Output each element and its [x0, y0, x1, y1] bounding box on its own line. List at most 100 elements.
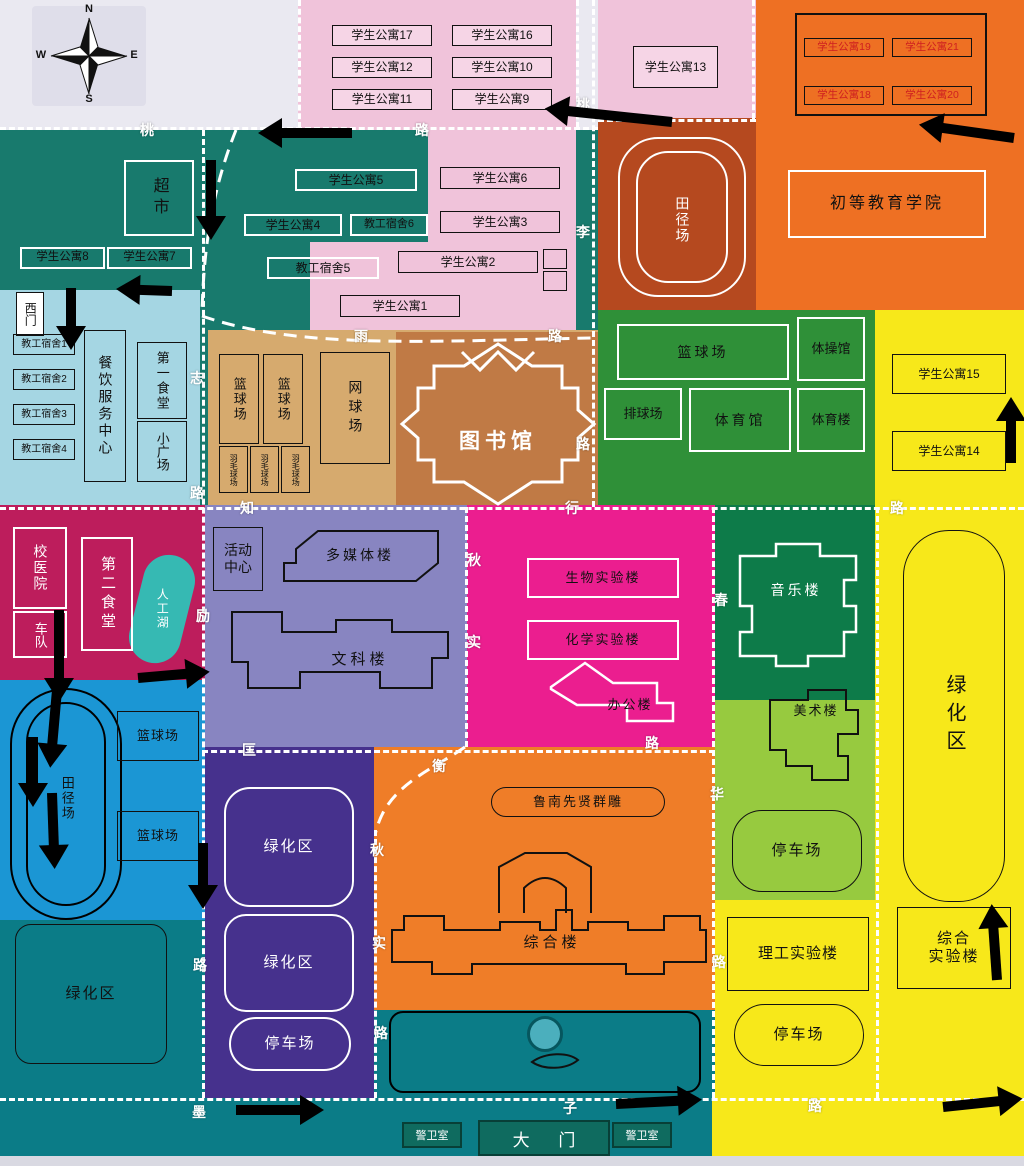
road-char-23: 墨 — [192, 1104, 206, 1120]
label-activity-center: 活动 中心 — [213, 527, 263, 591]
label-apt-16: 学生公寓16 — [452, 25, 552, 46]
road-char-8: 志 — [190, 370, 204, 386]
road-char-25: 路 — [808, 1098, 822, 1114]
label-apt-8: 学生公寓8 — [20, 247, 105, 269]
label-dining-center: 餐饮服务中心 — [84, 330, 126, 482]
road-apt13-east-edge — [752, 0, 755, 119]
zone-bottom-strip — [0, 1156, 1024, 1166]
shape-track-outer — [618, 137, 746, 297]
flow-arrow-4 — [115, 274, 173, 305]
label-bball-tan-2: 篮球场 — [263, 354, 303, 444]
label-badminton-1: 羽毛球场 — [219, 446, 248, 493]
label-small-square: 小广场 — [137, 421, 187, 482]
label-apt-1: 学生公寓1 — [340, 295, 460, 317]
road-pink-east-edge — [576, 0, 579, 128]
label-track-field-blue: 田径场 — [59, 775, 75, 821]
shape-pond — [389, 1011, 701, 1093]
label-green-area-p1: 绿化区 — [224, 787, 354, 907]
road-char-6: 行 — [565, 500, 579, 516]
road-qiushi-south — [374, 830, 377, 1098]
label-apt-7: 学生公寓7 — [107, 247, 192, 269]
road-char-1: 路 — [415, 122, 429, 138]
label-motor-pool: 车队 — [13, 611, 67, 658]
label-badminton-2: 羽毛球场 — [250, 446, 279, 493]
label-apt-14: 学生公寓14 — [892, 431, 1006, 471]
label-apt-9: 学生公寓9 — [452, 89, 552, 110]
flow-arrow-7 — [137, 656, 212, 689]
label-apt-20: 学生公寓20 — [892, 86, 972, 105]
road-top-east — [598, 119, 756, 122]
label-track-field: 田径场 — [674, 196, 691, 244]
label-bio-lab: 生物实验楼 — [527, 558, 679, 598]
label-apt-18: 学生公寓18 — [804, 86, 884, 105]
label-bball-blue-1: 篮球场 — [117, 711, 199, 761]
road-char-21: 实 — [372, 935, 386, 951]
label-supermarket: 超市 — [124, 160, 194, 236]
road-char-13: 衡 — [432, 758, 446, 774]
road-char-19: 实 — [467, 634, 481, 650]
road-char-20: 秋 — [370, 842, 384, 858]
road-lizhi — [202, 130, 205, 1098]
road-pink-west-edge — [298, 0, 301, 128]
label-office-bldg: 办公楼 — [607, 697, 653, 713]
zone-green-sports — [598, 310, 875, 508]
label-green-area-east: 绿化区 — [903, 530, 1005, 902]
label-liberal-arts-bldg: 文科楼 — [331, 651, 389, 668]
road-char-9: 路 — [190, 485, 204, 501]
label-apt-4: 学生公寓4 — [244, 214, 342, 236]
flow-arrow-15 — [615, 1084, 703, 1116]
label-dorm-6: 教工宿舍6 — [350, 214, 428, 236]
zone-brown-library — [396, 332, 598, 510]
road-char-5: 知 — [240, 500, 254, 516]
label-artificial-lake: 人工湖 — [155, 588, 170, 630]
label-apt-13: 学生公寓13 — [633, 46, 718, 88]
label-bball-blue-2: 篮球场 — [117, 811, 199, 861]
label-art-bldg: 美术楼 — [793, 703, 839, 719]
road-zhixing — [0, 507, 1024, 510]
road-char-15: 春 — [714, 592, 728, 608]
label-compass-w: W — [35, 49, 47, 62]
label-apt-6: 学生公寓6 — [440, 167, 560, 189]
zone-pink-mid-a — [428, 130, 576, 242]
road-char-11: 路 — [193, 957, 207, 973]
flow-arrow-8 — [35, 689, 68, 770]
label-parking-lightgreen: 停车场 — [732, 810, 862, 892]
road-chunhua — [712, 507, 715, 1098]
label-tennis-court: 网球场 — [320, 352, 390, 464]
road-mozi — [0, 1098, 1024, 1101]
road-char-24: 子 — [563, 1100, 577, 1116]
label-apt-10: 学生公寓10 — [452, 57, 552, 78]
label-compass-s: S — [85, 93, 93, 106]
shape-pond-circle — [527, 1016, 563, 1052]
shape-mini-bldg-a — [543, 249, 567, 269]
label-primary-edu-college: 初等教育学院 — [788, 170, 986, 238]
road-char-10: 励 — [196, 608, 210, 624]
label-sports-bldg: 体育楼 — [797, 388, 865, 452]
label-apt-15: 学生公寓15 — [892, 354, 1006, 394]
zone-yellow-sw — [715, 900, 875, 1100]
label-west-gate: 西门 — [16, 292, 44, 336]
label-canteen-2: 第二食堂 — [81, 537, 133, 651]
label-music-bldg: 音乐楼 — [770, 581, 822, 598]
label-gymnasium: 体育馆 — [689, 388, 791, 452]
label-dorm-4: 教工宿舍4 — [13, 439, 75, 460]
zone-yellow-s-strip — [712, 1098, 875, 1166]
label-apt-5: 学生公寓5 — [295, 169, 417, 191]
label-dorm-2: 教工宿舍2 — [13, 369, 75, 390]
shape-blue-track-inner — [26, 702, 106, 906]
label-green-area-sw: 绿化区 — [15, 924, 167, 1064]
label-apt-21: 学生公寓21 — [892, 38, 972, 57]
label-compass-n: N — [85, 3, 93, 16]
label-chem-lab: 化学实验楼 — [527, 620, 679, 660]
label-sages-sculpture: 鲁南先贤群雕 — [491, 787, 665, 817]
road-char-17: 路 — [712, 954, 726, 970]
road-char-12: 匡 — [242, 742, 256, 758]
road-kuangheng — [202, 750, 715, 753]
road-char-27: 路 — [548, 328, 562, 344]
guard-room-left: 警卫室 — [402, 1122, 462, 1148]
shape-apt-block-ne — [795, 13, 987, 116]
zone-orange-ne — [756, 0, 1024, 310]
label-complex-bldg: 综合楼 — [523, 934, 581, 951]
road-qiushi-north — [465, 507, 468, 747]
